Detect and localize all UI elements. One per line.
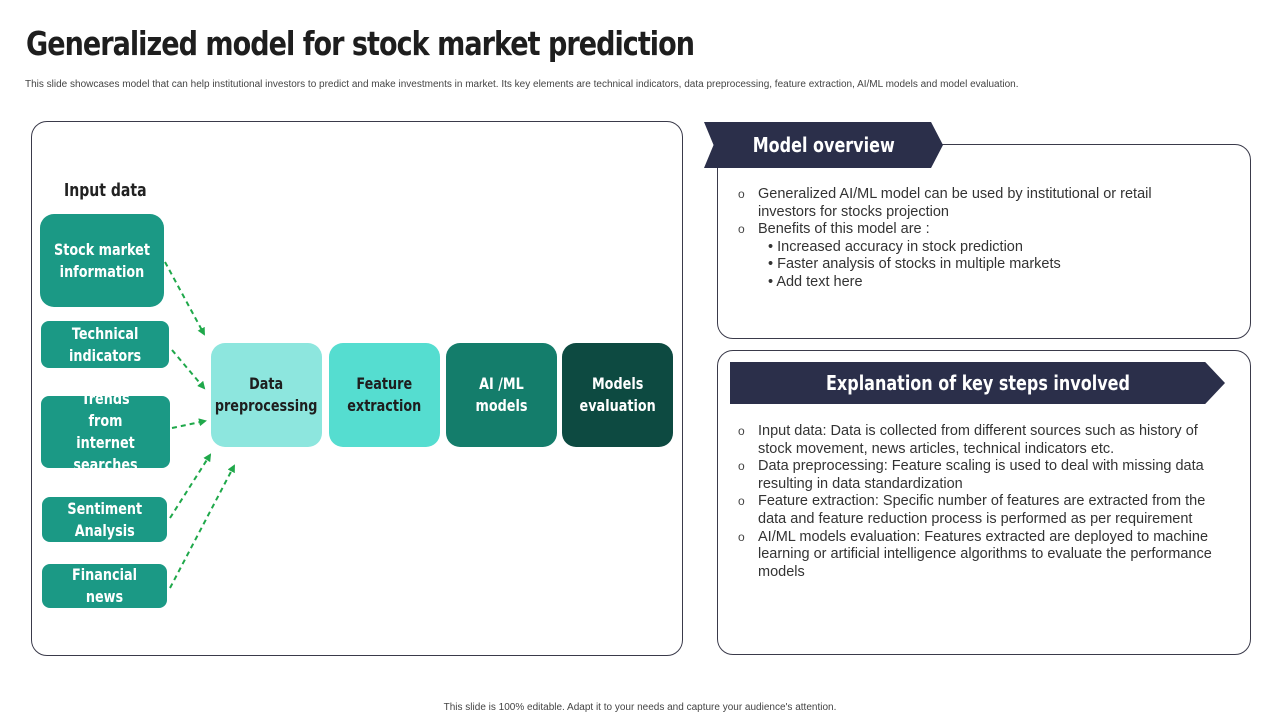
benefits-list: Increased accuracy in stock prediction F… <box>758 239 1178 292</box>
bullet-icon: o <box>738 187 745 201</box>
bullet-icon: o <box>738 424 745 438</box>
overview-bullet-text: Generalized AI/ML model can be used by i… <box>758 186 1152 220</box>
overview-list: o Generalized AI/ML model can be used by… <box>738 186 1178 292</box>
list-item: o AI/ML models evaluation: Features extr… <box>738 529 1218 582</box>
bullet-icon: o <box>738 529 745 544</box>
step-ai-ml-models: AI /ML models <box>446 343 557 447</box>
source-label: Financial news <box>72 565 137 606</box>
step-label: Feature extraction <box>347 374 422 415</box>
list-item: o Benefits of this model are : Increased… <box>738 221 1178 291</box>
benefit-item: Add text here <box>768 274 1178 292</box>
overview-heading: Model overview <box>752 133 895 157</box>
source-label: Technical indicators <box>68 323 142 365</box>
page-title: Generalized model for stock market predi… <box>26 24 695 63</box>
list-item: o Input data: Data is collected from dif… <box>738 423 1218 458</box>
source-label: Trends from internet searches <box>73 389 138 474</box>
bullet-icon: o <box>738 494 745 509</box>
step-label: Data preprocessing <box>215 374 318 415</box>
list-item: o Feature extraction: Specific number of… <box>738 493 1218 528</box>
step-feature-extraction: Feature extraction <box>329 343 440 447</box>
overview-bullet-text: Benefits of this model are : <box>758 221 930 238</box>
bullet-icon: o <box>738 222 745 237</box>
explanation-bullet-text: Data preprocessing: Feature scaling is u… <box>758 458 1204 492</box>
input-data-heading: Input data <box>64 180 147 201</box>
source-technical-indicators: Technical indicators <box>41 321 169 368</box>
explanation-banner: Explanation of key steps involved <box>730 362 1225 404</box>
bullet-icon: o <box>738 459 745 474</box>
step-models-evaluation: Models evaluation <box>562 343 673 447</box>
page-subtitle: This slide showcases model that can help… <box>25 79 1019 90</box>
explanation-bullet-text: Feature extraction: Specific number of f… <box>758 493 1206 527</box>
explanation-bullet-text: Input data: Data is collected from diffe… <box>758 423 1198 457</box>
explanation-list: o Input data: Data is collected from dif… <box>738 423 1218 581</box>
source-sentiment-analysis: Sentiment Analysis <box>42 497 167 542</box>
source-financial-news: Financial news <box>42 564 167 608</box>
step-data-preprocessing: Data preprocessing <box>211 343 322 447</box>
source-label: Sentiment Analysis <box>67 498 142 540</box>
overview-banner: Model overview <box>704 122 943 168</box>
explanation-bullet-text: AI/ML models evaluation: Features extrac… <box>758 528 1212 580</box>
source-stock-market-information: Stock market information <box>40 214 164 307</box>
step-label: AI /ML models <box>475 374 528 415</box>
benefit-item: Faster analysis of stocks in multiple ma… <box>768 256 1178 274</box>
explanation-heading: Explanation of key steps involved <box>825 371 1130 395</box>
list-item: o Generalized AI/ML model can be used by… <box>738 186 1178 221</box>
source-trends-internet-searches: Trends from internet searches <box>41 389 170 474</box>
list-item: o Data preprocessing: Feature scaling is… <box>738 458 1218 493</box>
source-label: Stock market information <box>54 239 150 281</box>
benefit-item: Increased accuracy in stock prediction <box>768 239 1178 257</box>
step-label: Models evaluation <box>579 374 656 415</box>
footer-note: This slide is 100% editable. Adapt it to… <box>443 702 837 713</box>
